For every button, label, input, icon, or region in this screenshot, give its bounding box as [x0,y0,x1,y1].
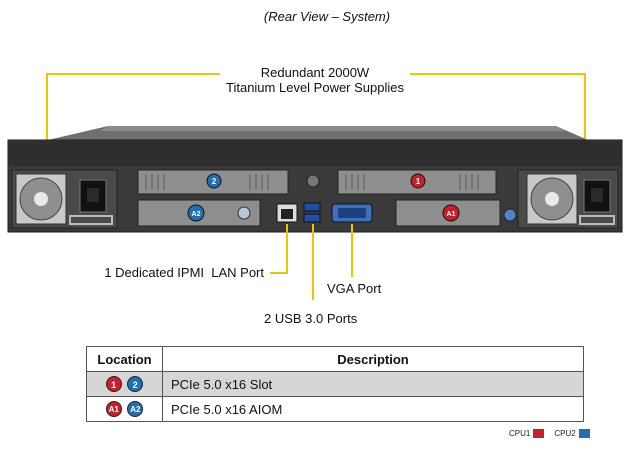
cpu2-swatch [578,429,590,438]
port-callout-lines [270,224,353,300]
vga-port-label: VGA Port [327,281,382,296]
badge-cpu1-slot: 1 [105,376,122,393]
badge-aiom-2: A2 [187,204,205,222]
psu-right-handle [579,215,615,225]
badge-slot-1: 1 [410,173,426,189]
badge-aiom-1: A1 [442,204,460,222]
table-row: A1 A2 PCIe 5.0 x16 AIOM [86,396,584,422]
center-screw [306,174,320,188]
psu-label-line1: Redundant 2000W [261,65,370,80]
badge-slot-2-label: 2 [212,177,217,186]
psu-right [517,169,619,229]
table-cell-location: 1 2 [86,371,163,397]
psu-left [11,169,118,229]
psu-label-line2: Titanium Level Power Supplies [226,80,404,95]
view-title: (Rear View – System) [264,9,390,24]
table-header-location: Location [86,346,163,372]
table-header-description: Description [162,346,584,372]
table-header-row: Location Description [86,346,584,372]
psu-right-power-inlet [583,179,611,213]
usb-port-2 [303,213,321,223]
usb-ports-label: 2 USB 3.0 Ports [264,311,358,326]
cpu1-swatch [533,429,545,438]
badge-slot-2: 2 [206,173,222,189]
psu-callout-lines [46,73,586,170]
cpu-legend: CPU1 CPU2 [509,429,590,438]
badge-cpu2-aiom: A2 [127,401,144,418]
table-cell-description: PCIe 5.0 x16 Slot [162,371,584,397]
badge-aiom-1-label: A1 [447,211,456,218]
cpu2-legend-label: CPU2 [554,429,576,438]
table-row: 1 2 PCIe 5.0 x16 Slot [86,371,584,397]
badge-cpu2-slot: 2 [127,376,144,393]
table-cell-description: PCIe 5.0 x16 AIOM [162,396,584,422]
badge-aiom-2-label: A2 [192,211,201,218]
ipmi-lan-label: 1 Dedicated IPMI LAN Port [104,265,264,280]
location-table: Location Description 1 2 PCIe 5.0 x16 Sl… [86,346,584,422]
psu-left-handle [69,215,113,225]
cpu1-legend-label: CPU1 [509,429,531,438]
table-cell-location: A1 A2 [86,396,163,422]
usb-port-1 [303,202,321,212]
badge-cpu1-aiom: A1 [105,401,122,418]
badge-slot-1-label: 1 [416,177,421,186]
